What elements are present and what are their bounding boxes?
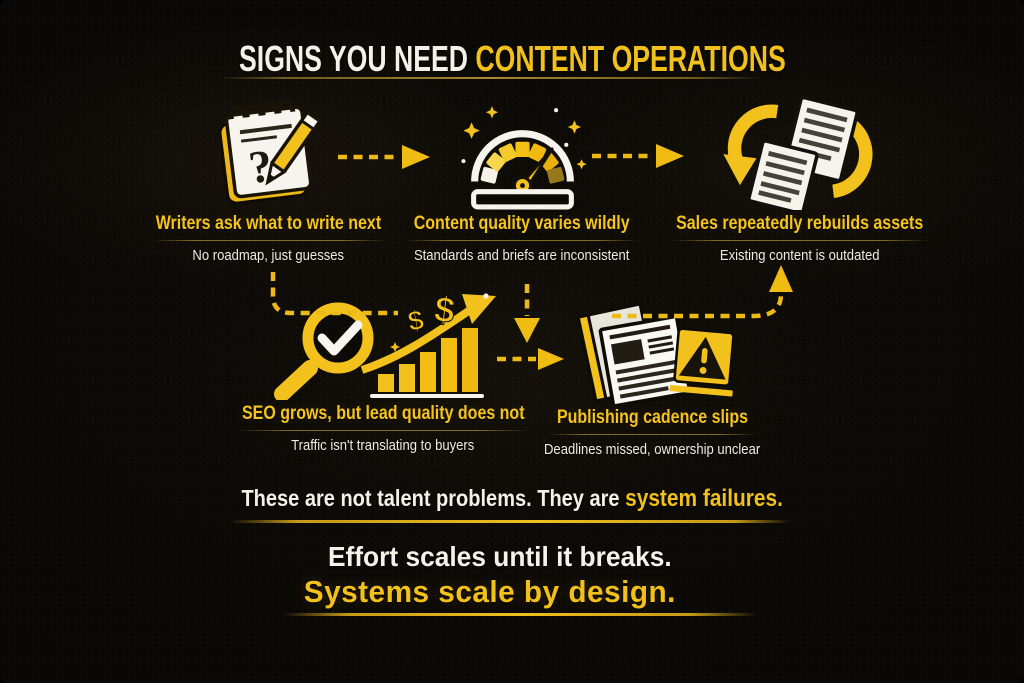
sign-heading: Sales repeatedly rebuilds assets <box>676 212 924 234</box>
closing-line-2-text: Systems scale by design. <box>303 574 677 609</box>
sign-subtext: Deadlines missed, ownership unclear <box>543 442 761 458</box>
arrowhead-up-icon <box>769 265 793 292</box>
heading-divider <box>547 434 757 435</box>
notepad-question-icon: ? <box>193 92 343 210</box>
conclusion-text: These are not talent problems. They are … <box>241 485 782 513</box>
sign-subtext: Traffic isn't translating to buyers <box>291 438 475 454</box>
heading-divider <box>670 240 930 241</box>
publishing-documents-warning-icon <box>557 300 747 404</box>
sign-subtext: No roadmap, just guesses <box>192 248 344 264</box>
sign-subtext: Existing content is outdated <box>720 248 880 264</box>
seo-magnifier-growth-chart-icon: $ $ <box>258 288 508 400</box>
closing-line-1-text: Effort scales until it breaks. <box>328 541 672 572</box>
conclusion-divider <box>230 520 790 523</box>
sign-quality: Content quality varies wildly Standards … <box>357 92 687 264</box>
conclusion-white-part: These are not talent problems. They are <box>241 485 625 511</box>
sign-publishing: Publishing cadence slips Deadlines misse… <box>492 300 812 458</box>
closing-line-1: Effort scales until it breaks. <box>0 541 1000 573</box>
title-white-part: SIGNS YOU NEED <box>238 38 476 79</box>
sign-heading: Writers ask what to write next <box>155 212 381 234</box>
sign-subtext: Standards and briefs are inconsistent <box>414 248 630 264</box>
svg-text:$: $ <box>405 304 426 337</box>
sign-sales: Sales repeatedly rebuilds assets Existin… <box>630 92 970 264</box>
sign-heading: SEO grows, but lead quality does not <box>241 402 525 424</box>
conclusion-yellow-part: system failures. <box>624 485 783 512</box>
conclusion-statement: These are not talent problems. They are … <box>0 485 1024 513</box>
title-divider <box>218 77 762 79</box>
sign-heading: Publishing cadence slips <box>556 406 748 428</box>
sign-heading: Content quality varies wildly <box>414 212 630 234</box>
svg-text:$: $ <box>432 288 457 331</box>
sign-writers: ? Writers ask what to write next No road… <box>103 92 433 264</box>
quality-gauge-icon <box>450 92 595 210</box>
heading-divider <box>150 240 386 241</box>
rebuild-cycle-documents-icon <box>715 92 885 210</box>
title-yellow-part: CONTENT OPERATIONS <box>475 38 786 79</box>
page-title-text: SIGNS YOU NEED CONTENT OPERATIONS <box>239 38 786 80</box>
heading-divider <box>235 430 531 431</box>
heading-divider <box>404 240 640 241</box>
closing-line-2: Systems scale by design. <box>0 574 980 610</box>
page-title: SIGNS YOU NEED CONTENT OPERATIONS <box>0 38 1024 80</box>
sign-seo: $ $ SEO grows, but lead quality does not… <box>211 288 555 454</box>
closing-divider <box>283 613 757 616</box>
